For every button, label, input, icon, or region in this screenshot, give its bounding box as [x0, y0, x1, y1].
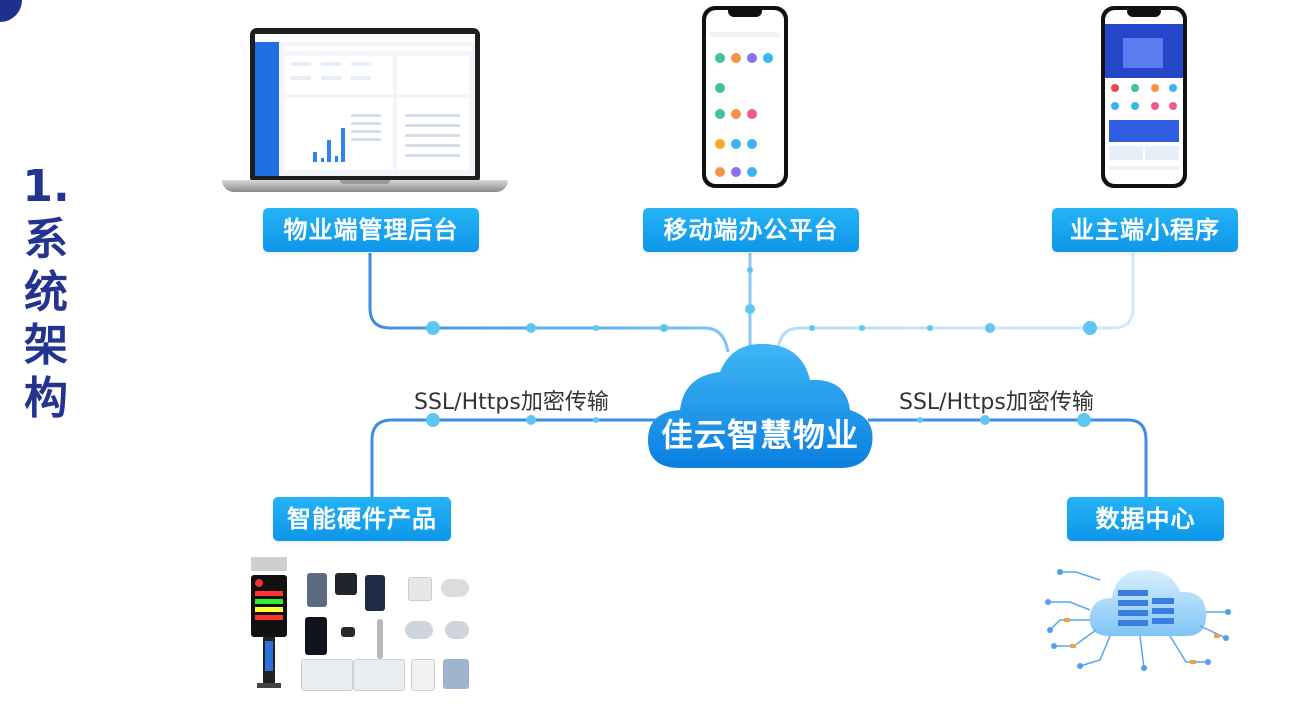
- owner-miniprogram-node: 业主端小程序: [1052, 208, 1238, 252]
- hardware-devices-icon: [245, 555, 485, 695]
- phone-icon: [702, 6, 788, 188]
- admin-backend-node: 物业端管理后台: [263, 208, 479, 252]
- section-title-line: 构: [24, 373, 68, 424]
- data-center-node: 数据中心: [1067, 497, 1224, 541]
- phone-icon: [1101, 6, 1187, 188]
- mobile-office-node: 移动端办公平台: [643, 208, 859, 252]
- ssl-label-left: SSL/Https加密传输: [414, 390, 609, 415]
- section-title-line: 系: [24, 214, 68, 265]
- section-title-line: 1.: [22, 161, 70, 212]
- section-title-line: 架: [24, 320, 68, 371]
- laptop-icon: [222, 28, 508, 195]
- section-title-line: 统: [24, 267, 68, 318]
- cloud-icon: [648, 343, 873, 468]
- data-center-icon: [1045, 569, 1231, 671]
- section-title: 1. 系 统 架 构: [18, 160, 74, 425]
- ssl-label-right: SSL/Https加密传输: [899, 390, 1094, 415]
- smart-hardware-node: 智能硬件产品: [273, 497, 451, 541]
- center-platform-label: 佳云智慧物业: [660, 416, 859, 454]
